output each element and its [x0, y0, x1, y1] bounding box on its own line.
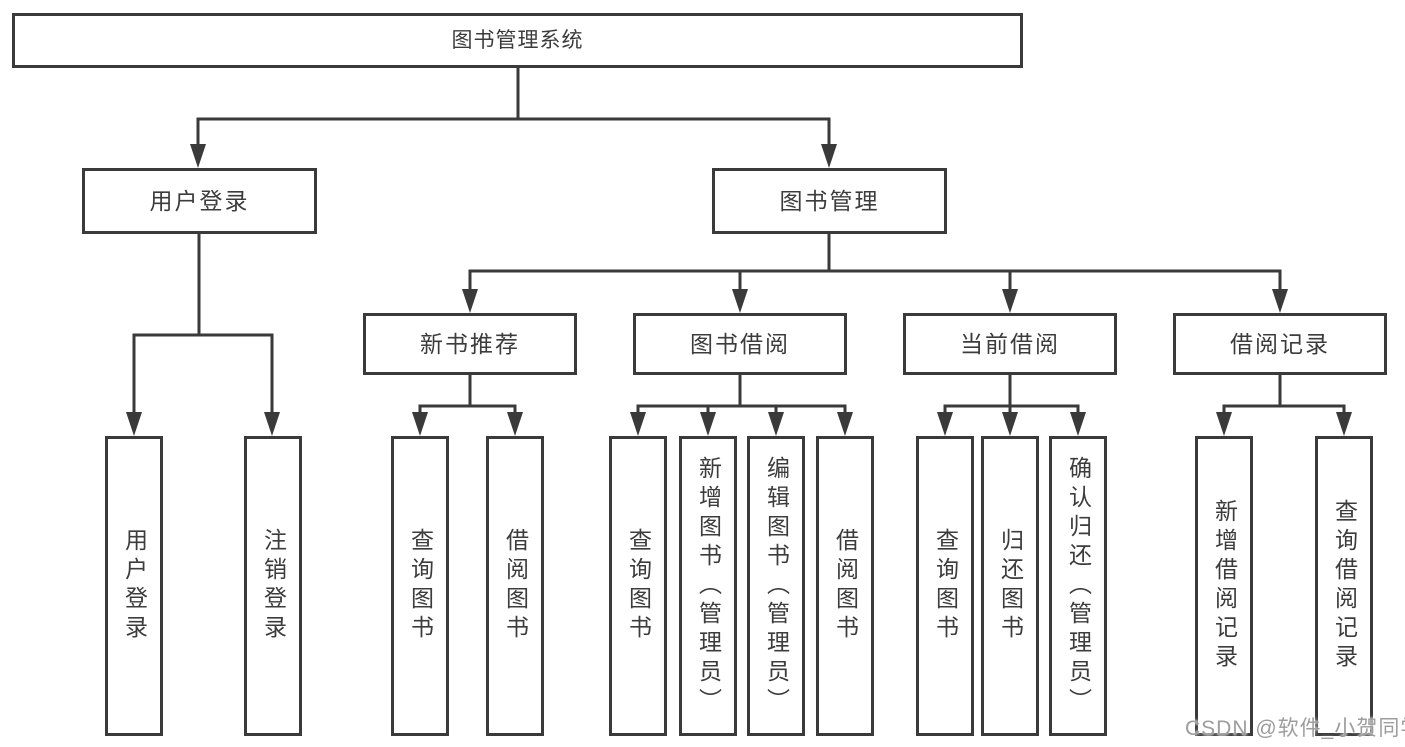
arrowhead: [768, 412, 784, 436]
connector-book-borrow-branch: [636, 371, 847, 416]
arrowheads: [126, 144, 1352, 436]
leaf-newbooks-query-books: 查询图书: [391, 436, 449, 736]
connector-book-management-branch: [468, 229, 1282, 293]
arrowhead: [937, 412, 953, 436]
arrowhead: [126, 412, 142, 436]
node-borrow-records: 借阅记录: [1173, 313, 1387, 375]
arrowhead: [1216, 412, 1232, 436]
connector-new-book-branch: [418, 371, 517, 416]
node-library-management-system: 图书管理系统: [12, 13, 1023, 68]
arrowhead: [1070, 412, 1086, 436]
node-user-login: 用户登录: [82, 168, 317, 234]
leaf-current-query-books: 查询图书: [916, 436, 974, 736]
leaf-borrowing-add-books-admin: 新增图书（管理员）: [679, 436, 737, 736]
leaf-user-login: 用户登录: [105, 436, 163, 736]
watermark: CSDN @软件_小贺同学: [1185, 717, 1405, 740]
arrowhead: [1336, 412, 1352, 436]
arrowhead: [264, 412, 280, 436]
node-book-borrowing: 图书借阅: [633, 313, 847, 375]
leaf-records-query-record: 查询借阅记录: [1315, 436, 1373, 736]
arrowhead: [412, 412, 428, 436]
leaf-borrowing-borrow-books: 借阅图书: [816, 436, 874, 736]
arrowhead: [190, 144, 206, 168]
leaf-current-return-books: 归还图书: [981, 436, 1039, 736]
arrowhead: [1272, 289, 1288, 313]
arrowhead: [462, 289, 478, 313]
arrowhead: [1002, 289, 1018, 313]
leaf-borrowing-edit-books-admin: 编辑图书（管理员）: [747, 436, 805, 736]
node-new-book-recommend: 新书推荐: [363, 313, 577, 375]
arrowhead: [837, 412, 853, 436]
leaf-logout: 注销登录: [244, 436, 302, 736]
arrowhead: [507, 412, 523, 436]
arrowhead: [732, 289, 748, 313]
arrowhead: [821, 144, 837, 168]
connector-current-borrow-branch: [943, 371, 1080, 416]
arrowhead: [1002, 412, 1018, 436]
arrowhead: [700, 412, 716, 436]
node-current-borrowing: 当前借阅: [903, 313, 1117, 375]
leaf-records-add-record: 新增借阅记录: [1195, 436, 1253, 736]
leaf-borrowing-query-books: 查询图书: [609, 436, 667, 736]
node-book-management: 图书管理: [712, 168, 947, 234]
leaf-current-confirm-return-admin: 确认归还（管理员）: [1049, 436, 1107, 736]
arrowhead: [630, 412, 646, 436]
connector-root: [196, 64, 831, 148]
connector-user-login-branch: [132, 230, 274, 416]
leaf-newbooks-borrow-books: 借阅图书: [486, 436, 544, 736]
connector-borrow-records-branch: [1222, 371, 1346, 416]
